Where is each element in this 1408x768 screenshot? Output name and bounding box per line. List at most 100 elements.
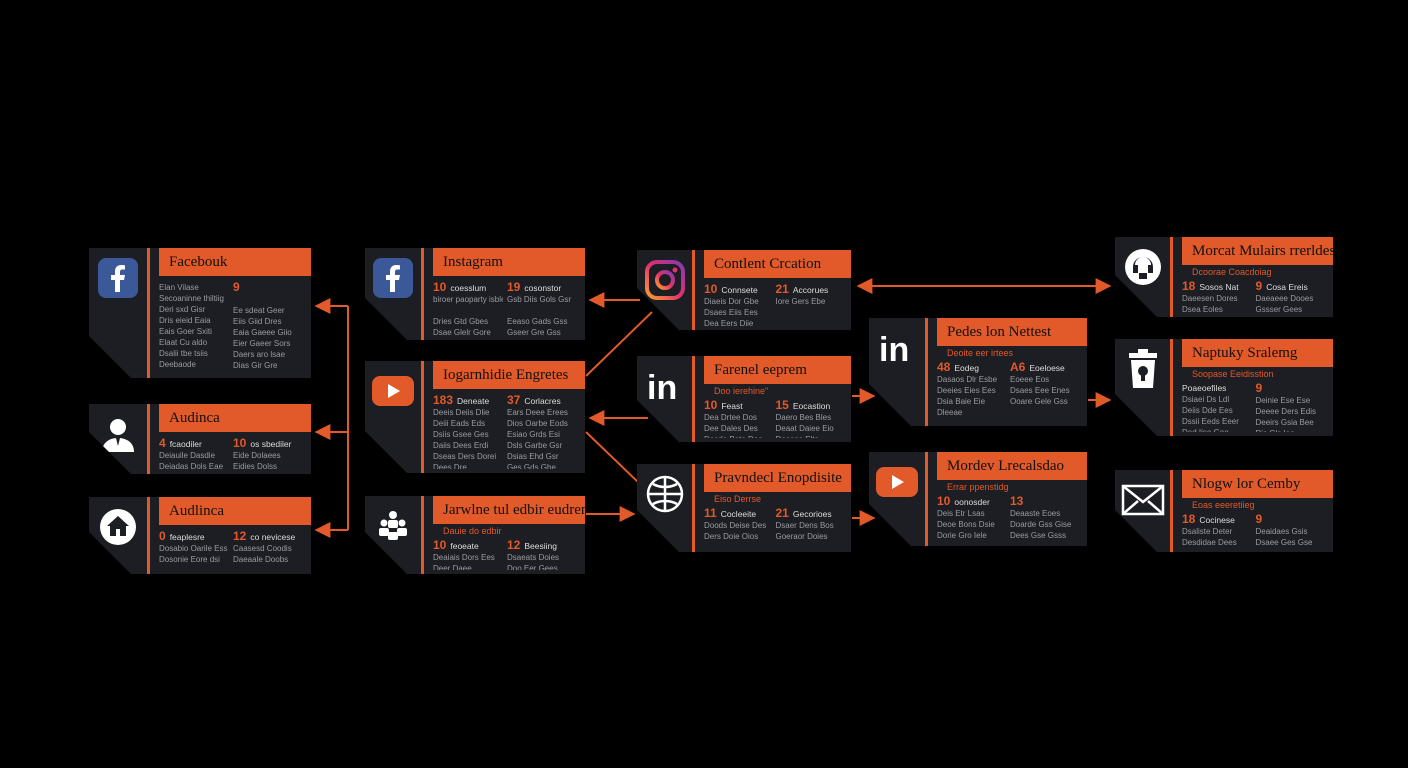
card-detail-line: Dsaliste Deter (1182, 527, 1233, 536)
card-detail-line (507, 305, 577, 316)
card-stat-number: 21 (775, 508, 789, 520)
card-detail-line: Dees Dre (433, 463, 467, 469)
card-detail-line: biroer paoparty isbleg (433, 295, 503, 304)
card-detail-line: Ee sdeat Geer (233, 306, 285, 315)
card-divider (692, 464, 695, 552)
card-detail-line: Desde Bote Deo (704, 434, 772, 438)
card-title: Facebouk (159, 248, 311, 276)
card-stat-number: 13 (1010, 496, 1024, 508)
card-detail-line: Gsb Diis Gols Gsr (507, 295, 572, 304)
card-detail-line: Deeis Deiis Dlie (433, 408, 490, 417)
card-detail-line: Daers aro lsae (233, 350, 286, 359)
card-stat-label: Accorues (792, 285, 829, 295)
card-stat-number: A6 (1010, 362, 1026, 374)
card-title: Pravndecl Enopdisite (704, 464, 851, 492)
card-subtitle: Dcoorae Coacdoiag (1192, 267, 1272, 277)
card-title: Iogarnhidie Engretes (433, 361, 585, 389)
card-stat-label: Cocinese (1199, 515, 1235, 525)
card-divider (925, 452, 928, 546)
card-detail-line: Deeies Eies Ees (937, 386, 996, 395)
card-detail-line: Dsaee Ges Gse (1255, 538, 1313, 547)
card-detail-line: Deaidaes Gsis (1255, 527, 1308, 536)
card-detail-line: Gssser Gees (1255, 305, 1303, 313)
card-detail-line: Desdidae Dees (1182, 538, 1237, 547)
card-detail-line: Daeesen Dores (1182, 294, 1238, 303)
card-stat-label: Connsete (721, 285, 758, 295)
card-detail-line: Deinie Ese Ese (1255, 396, 1311, 405)
card-detail-line: Eidies Dolss (233, 462, 278, 470)
svg-text:in: in (879, 331, 909, 368)
card-detail-line: Iore Gers Ebe (775, 297, 826, 306)
support-icon (1119, 243, 1166, 291)
card-divider (1170, 470, 1173, 552)
card-stat-label: co nevicese (250, 532, 296, 542)
card-detail-line: Dsaeats Doies (507, 553, 560, 562)
home-icon (93, 503, 143, 551)
card-subtitle: Doo ierehine" (714, 386, 769, 396)
card-stat-number: 10 (433, 540, 447, 552)
card-detail-line: Gseer Gre Gss (507, 328, 561, 336)
card-stat-number: 37 (507, 395, 521, 407)
card-stat-number: 0 (159, 531, 166, 543)
card-detail-line: Ges Gds Gbe (507, 463, 556, 469)
card-detail-line: Eaia Gaeee Giio (233, 328, 292, 337)
card-stat-label: Sosos Nat (1199, 282, 1239, 292)
card-detail-line: Dsaes Eee Enes (1010, 386, 1070, 395)
card-detail-line: Doods Deise Des (704, 521, 767, 530)
card-detail-line: Deaiais Dors Ees (433, 553, 495, 562)
card-detail-line: Dsiaei Ds Ldl (1182, 395, 1230, 404)
card-detail-line: Dsaes Eiis Ees (704, 308, 758, 317)
card-divider (692, 250, 695, 330)
instagram-icon (641, 256, 688, 304)
play-icon (369, 367, 417, 415)
card-title: Naptuky Sralemg (1182, 339, 1333, 367)
card-detail-line: Deaaste Eoes (1010, 509, 1061, 518)
card-detail-line: Daeaale Doobs (233, 555, 289, 564)
card-subtitle: Soopase Eeidisstion (1192, 369, 1274, 379)
card-divider (692, 356, 695, 442)
card-stat-label: Eodeg (954, 363, 979, 373)
card-stat-label: oonosder (954, 497, 990, 507)
card-detail-line: Ders Doie Oios (704, 532, 759, 541)
card-detail-line: Ears Deee Erees (507, 408, 568, 417)
card-stat-label: Cocleeite (720, 509, 757, 519)
card-stat-number: 9 (1255, 514, 1263, 526)
trash-icon (1119, 345, 1166, 393)
card-stat-number: 15 (775, 400, 789, 412)
card-detail-line (233, 294, 303, 305)
play-icon (873, 458, 921, 506)
card-detail-line: Deeirs Gsia Bee (1255, 418, 1314, 427)
card-stat-label: Eocastion (792, 401, 831, 411)
card-divider (1170, 237, 1173, 317)
card-detail-line: Eais Goer Sxiti (159, 327, 212, 336)
card-stat-label: os sbediler (250, 439, 292, 449)
card-detail-line: Ooare Gele Gss (1010, 397, 1068, 406)
card-divider (147, 248, 150, 378)
card-stat-label: Deneate (457, 396, 490, 406)
card-stat-label: Gecorioes (792, 509, 832, 519)
card-stat-number: 18 (1182, 514, 1196, 526)
card-stat-label: Corlacres (524, 396, 561, 406)
